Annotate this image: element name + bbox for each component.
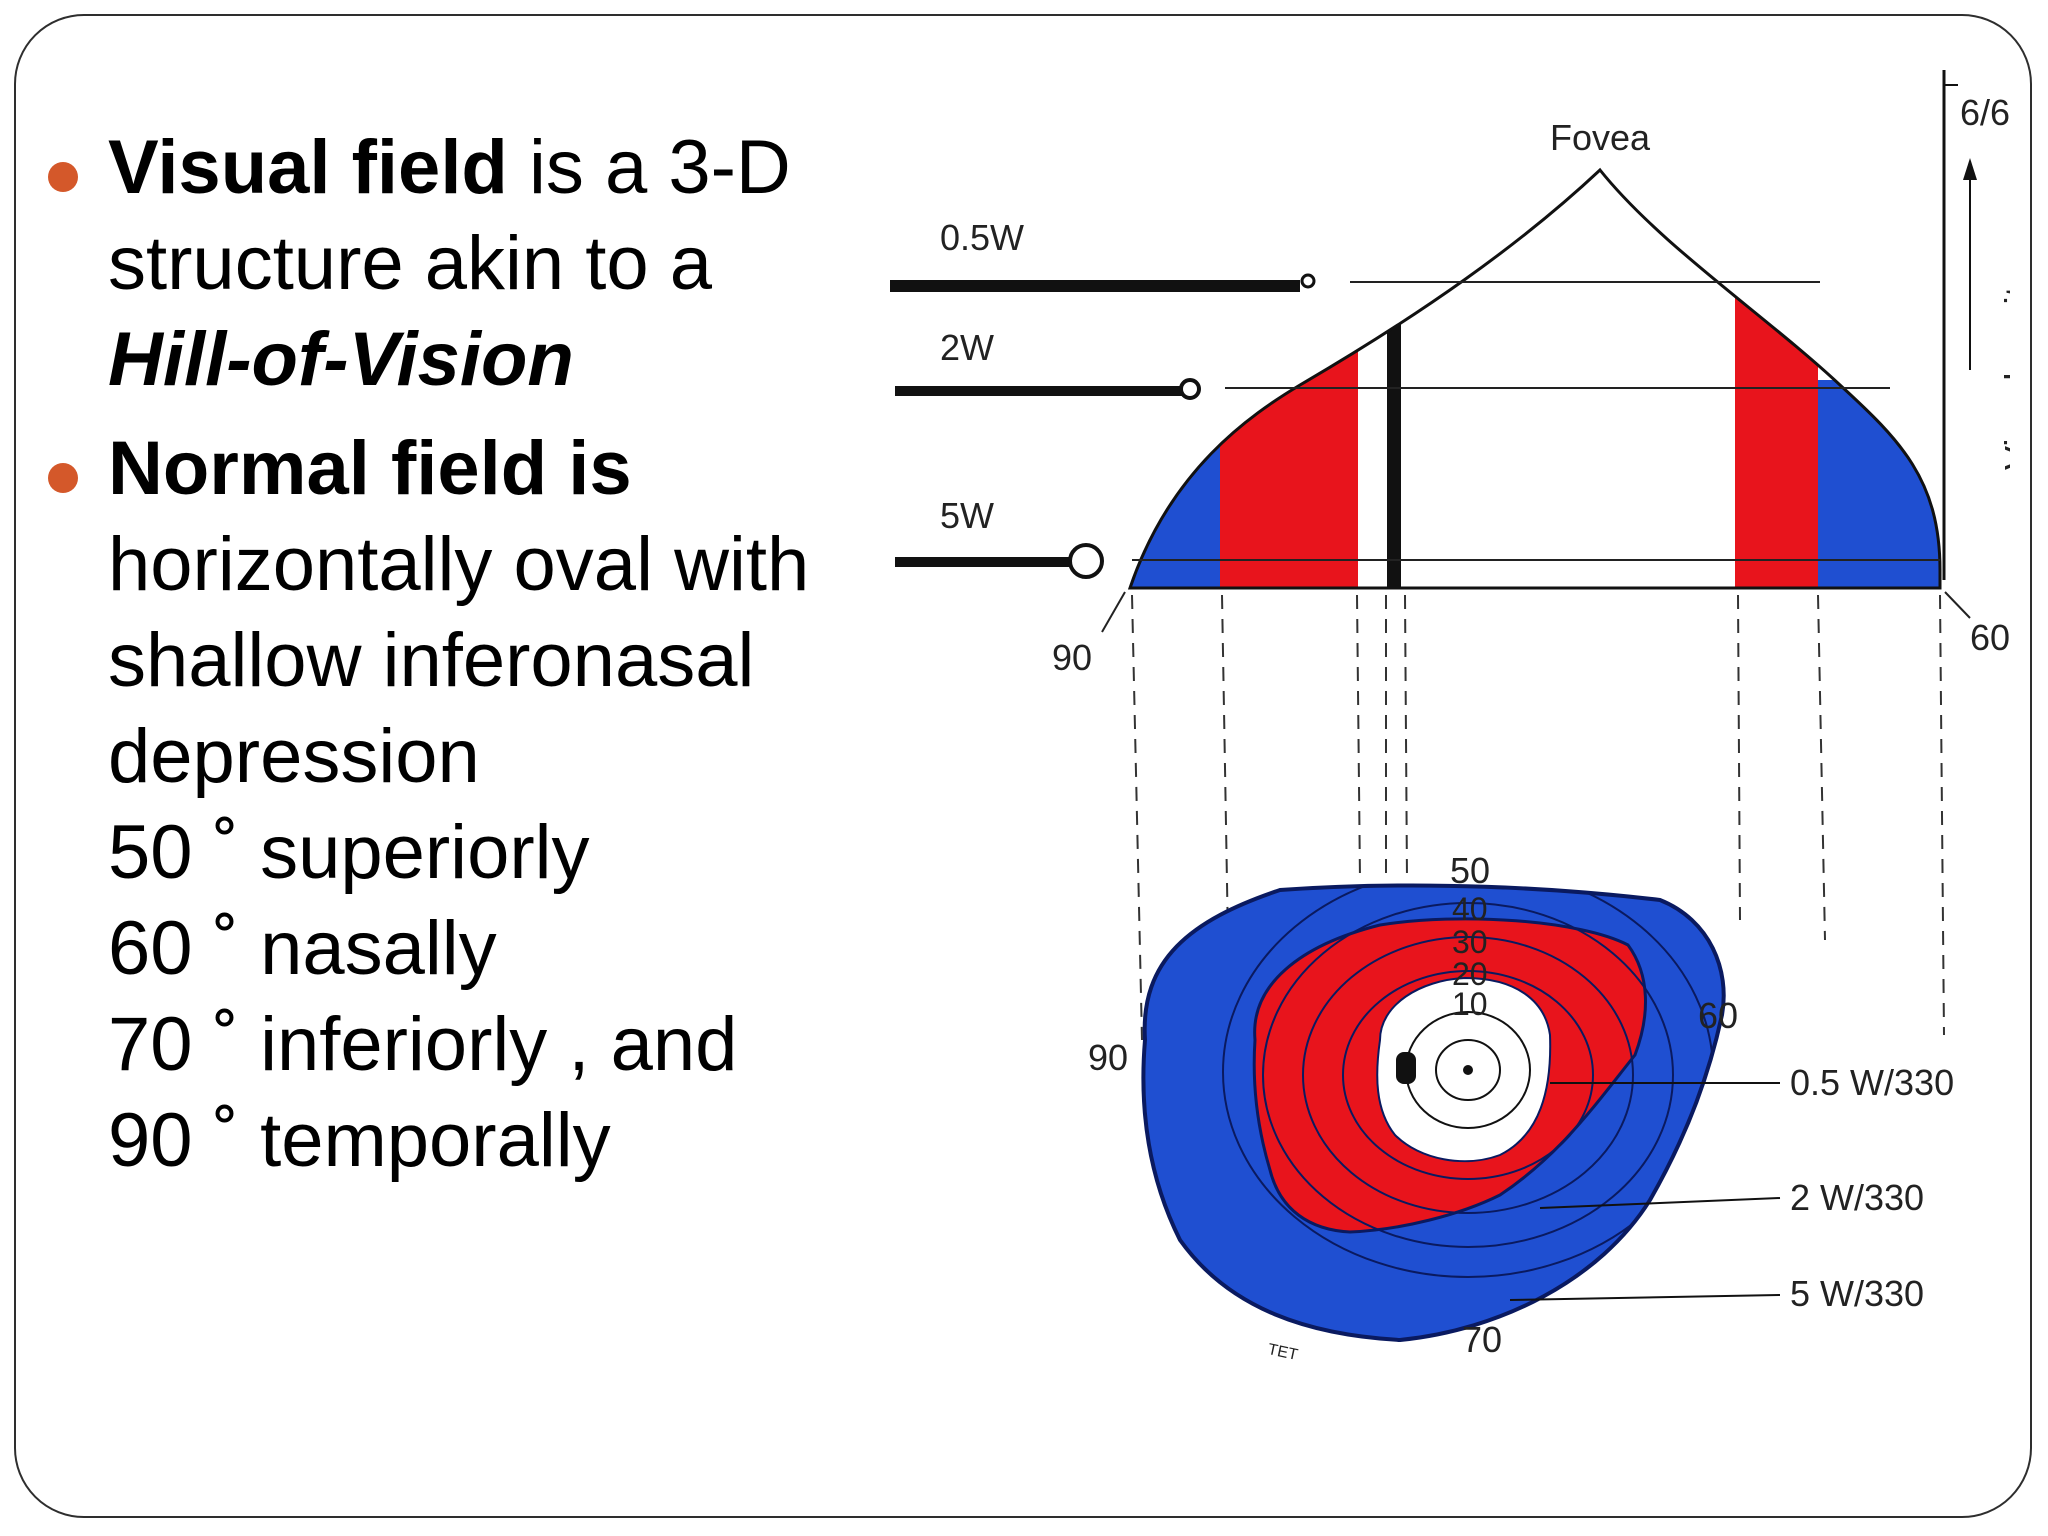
bullet-1-line-2-text: structure akin to a [108,221,713,306]
normal-field-term: Normal field is [108,426,632,511]
acuity-axis [1942,70,1977,580]
temporal-extent-line: 90 ˚ temporally [108,1093,611,1189]
isopter-label-2w: 2W [940,327,994,368]
bullet-1-line-1: Visual field is a 3-D [108,120,791,216]
bullet-2-line-3: shallow inferonasal [108,613,754,709]
ring-label-40: 40 [1452,891,1488,927]
hill-edge-left-label: 90 [1052,637,1092,678]
bullet-dot [48,162,78,192]
acuity-top-label: 6/6 [1960,92,2010,133]
callout-0-5w: 0.5 W/330 [1790,1062,1954,1103]
hill-band-5w-left [1130,380,1220,588]
superior-extent-text: 50 ˚ superiorly [108,810,590,895]
hill-band-5w-right [1818,380,1940,588]
bullet-2-line-2-text: horizontally oval with [108,522,810,607]
isopter-label-5w: 5W [940,495,994,536]
field-temporal-label: 90 [1088,1037,1128,1078]
fovea-label: Fovea [1550,117,1651,158]
bullet-1-line-3: Hill-of-Vision [108,312,574,408]
artist-mark: TET [1266,1341,1299,1364]
field-nasal-label: 60 [1698,995,1738,1036]
callout-2w: 2 W/330 [1790,1177,1924,1218]
callout-5w: 5 W/330 [1790,1273,1924,1314]
hill-profile [890,167,1942,590]
projection-lines [1131,594,1945,1041]
hill-band-2w-right [1735,240,1818,588]
visual-field-term: Visual field [108,125,508,210]
inferior-extent-text: 70 ˚ inferiorly , and [108,1002,738,1087]
bullet-2-line-1: Normal field is [108,421,632,517]
bullet-2-line-2: horizontally oval with [108,517,809,613]
bullet-1-line-2: structure akin to a [108,216,712,312]
hill-of-vision-diagram: Fovea 6/6 Visual acuity 0.5W 2W 5W 90 60… [890,70,2010,1364]
hill-of-vision-term: Hill-of-Vision [108,317,574,402]
acuity-axis-label: Visual acuity [1997,269,2010,470]
inferior-extent-line: 70 ˚ inferiorly , and [108,997,737,1093]
visual-field-map [1141,883,1781,1343]
isopter-label-0-5w: 0.5W [940,217,1024,258]
nasal-extent-line: 60 ˚ nasally [108,901,497,997]
bullet-2-line-4: depression [108,709,480,805]
superior-extent-line: 50 ˚ superiorly [108,805,590,901]
ring-label-10: 10 [1452,986,1488,1022]
ring-label-30: 30 [1452,924,1488,960]
ring-label-20: 20 [1452,956,1488,992]
field-inferior-label: 70 [1462,1319,1502,1360]
bullet-1-line-1-rest: is a 3-D [507,125,791,210]
nasal-extent-text: 60 ˚ nasally [108,906,497,991]
hill-edge-right-label: 60 [1970,617,2010,658]
fixation-point [1463,1065,1473,1075]
temporal-extent-text: 90 ˚ temporally [108,1098,611,1183]
blind-spot-bar [1387,200,1401,588]
field-superior-label: 50 [1450,850,1490,891]
hill-band-2w-left [1220,240,1358,588]
bullet-2-line-3-text: shallow inferonasal [108,618,755,703]
blind-spot [1396,1052,1416,1084]
bullet-2-line-4-text: depression [108,714,480,799]
bullet-dot [48,463,78,493]
